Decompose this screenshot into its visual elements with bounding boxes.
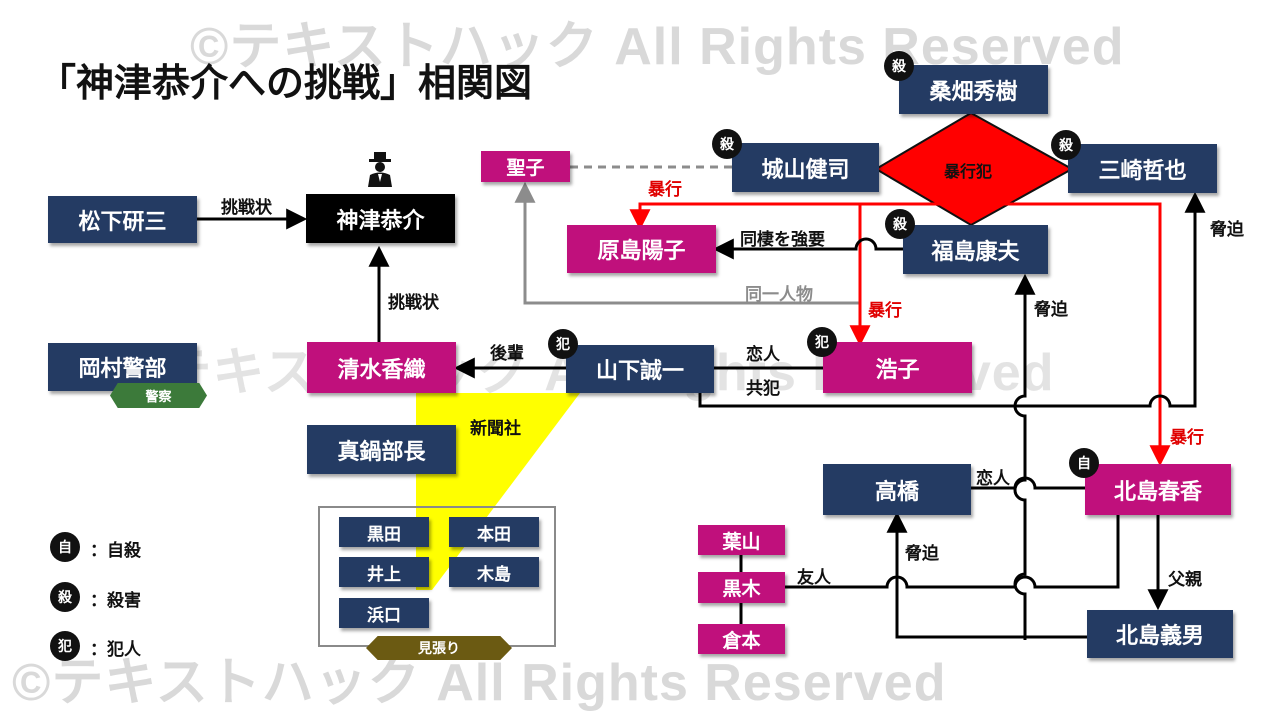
watch-tag: 見張り xyxy=(366,636,512,660)
legend-text-murder: ：殺害 xyxy=(90,591,141,611)
label-kohai: 後輩 xyxy=(490,344,524,364)
node-hayama: 葉山 xyxy=(698,525,785,555)
label-accomplice: 共犯 xyxy=(746,379,780,399)
badge-murder-misaki: 殺 xyxy=(1051,130,1081,160)
node-kijima: 木島 xyxy=(449,557,539,587)
label-threat-3: 脅迫 xyxy=(905,544,939,564)
node-takahashi: 高橋 xyxy=(823,464,971,515)
node-kuroda: 黒田 xyxy=(339,517,429,547)
label-same-person: 同一人物 xyxy=(745,285,813,305)
label-assault-2: 暴行 xyxy=(868,301,902,321)
label-lover-1: 恋人 xyxy=(746,345,780,365)
legend-text-suicide: ：自殺 xyxy=(90,541,141,561)
node-kozu: 神津恭介 xyxy=(306,194,455,243)
node-kuroki: 黒木 xyxy=(698,572,785,603)
legend-badge-culprit: 犯 xyxy=(50,631,80,661)
label-threat-2: 脅迫 xyxy=(1034,300,1068,320)
node-hamaguchi: 浜口 xyxy=(339,598,429,628)
node-seiko: 聖子 xyxy=(481,151,570,182)
label-assault-3: 暴行 xyxy=(1170,428,1204,448)
badge-culprit-hiroko: 犯 xyxy=(807,327,837,357)
legend-badge-suicide: 自 xyxy=(50,532,80,562)
label-newspaper: 新聞社 xyxy=(470,419,521,439)
label-friend: 友人 xyxy=(797,568,831,588)
node-misaki: 三崎哲也 xyxy=(1068,144,1217,193)
node-inoue: 井上 xyxy=(339,557,429,587)
node-kiyama: 城山健司 xyxy=(732,143,879,192)
node-honda: 本田 xyxy=(449,517,539,547)
label-assault-1: 暴行 xyxy=(648,180,682,200)
node-hiroko: 浩子 xyxy=(823,342,972,393)
center-assault-label: 暴行犯 xyxy=(944,162,993,181)
node-manabe: 真鍋部長 xyxy=(307,425,456,474)
node-kitajima-haruka: 北島春香 xyxy=(1085,464,1231,515)
legend-text-culprit: ：犯人 xyxy=(90,640,141,660)
page-title: 「神津恭介への挑戦」相関図 xyxy=(38,61,533,105)
node-shimizu: 清水香織 xyxy=(307,342,456,393)
label-challenge-1: 挑戦状 xyxy=(221,198,272,218)
node-yamashita: 山下誠一 xyxy=(566,345,714,393)
detective-icon xyxy=(366,151,394,187)
node-harashima: 原島陽子 xyxy=(567,225,716,273)
node-fukushima: 福島康夫 xyxy=(903,225,1048,274)
badge-suicide-haruka: 自 xyxy=(1069,448,1099,478)
label-father: 父親 xyxy=(1168,570,1202,590)
label-forced-cohab: 同棲を強要 xyxy=(740,230,825,250)
legend-badge-murder: 殺 xyxy=(50,582,80,612)
badge-murder-fukushima: 殺 xyxy=(885,209,915,239)
node-matsushita: 松下研三 xyxy=(48,196,197,243)
badge-murder-kiyama: 殺 xyxy=(712,129,742,159)
node-kitajima-yoshio: 北島義男 xyxy=(1087,610,1233,658)
label-challenge-2: 挑戦状 xyxy=(388,293,439,313)
label-lover-2: 恋人 xyxy=(976,469,1010,489)
badge-culprit-yamashita: 犯 xyxy=(548,329,578,359)
police-tag: 警察 xyxy=(110,383,207,408)
node-kuwahata: 桑畑秀樹 xyxy=(899,65,1048,114)
watermark-bottom: ©テキストハック All Rights Reserved xyxy=(12,654,947,712)
label-threat-1: 脅迫 xyxy=(1210,220,1244,240)
badge-murder-kuwahata: 殺 xyxy=(884,51,914,81)
node-kuramoto: 倉本 xyxy=(698,624,785,654)
